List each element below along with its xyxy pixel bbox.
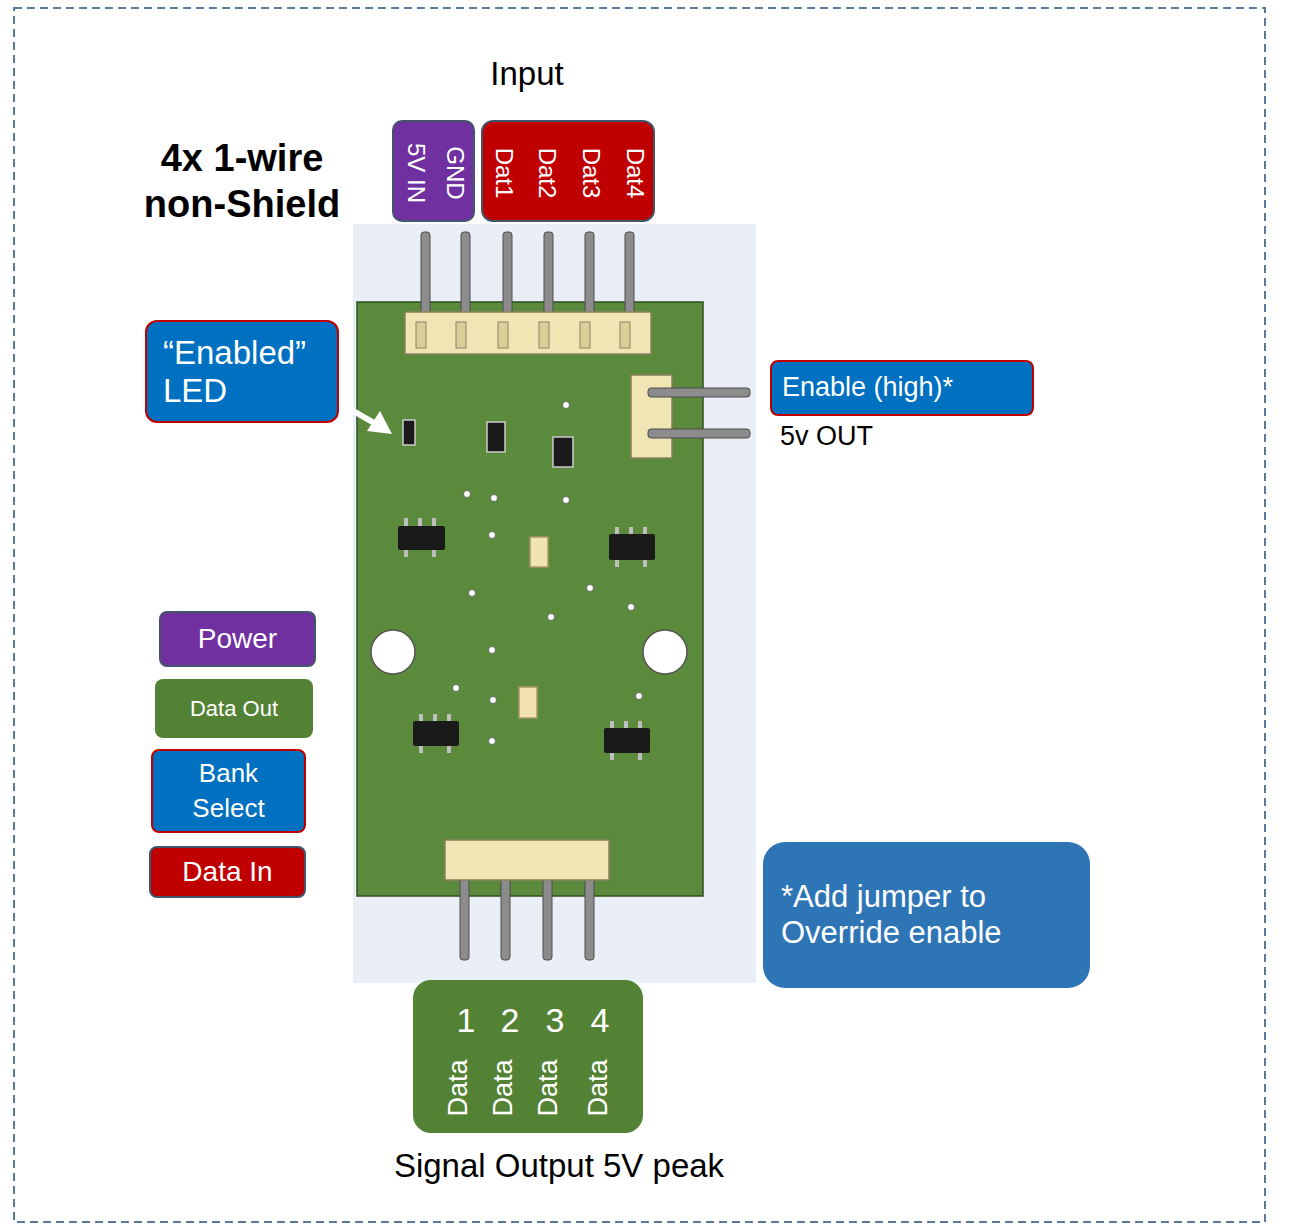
enable-connector <box>631 375 672 458</box>
output-connector <box>445 840 609 880</box>
board-title: 4x 1-wire non-Shield <box>117 136 367 227</box>
node-text: Dat1 <box>492 148 516 199</box>
note-box: *Add jumper to Override enable <box>763 842 1090 988</box>
node-text: “Enabled” LED <box>163 334 323 410</box>
legend-swatch: Data In <box>149 846 306 898</box>
node-text: *Add jumper to Override enable <box>781 879 1066 950</box>
legend-text: Data Out <box>190 694 278 724</box>
node-text: 3 <box>546 1003 565 1037</box>
node-text: Dat3 <box>579 148 603 199</box>
node-text: Data <box>535 1059 562 1116</box>
data-output-box: 1234Data Data Data Data <box>413 980 643 1133</box>
leader-arrowhead <box>367 411 392 434</box>
vias <box>453 402 643 745</box>
legend-text: Power <box>198 620 277 658</box>
node-text: Dat2 <box>535 148 559 199</box>
node-text: Data <box>585 1059 612 1116</box>
leader-arrow <box>341 404 376 424</box>
legend-swatch: Bank Select <box>151 749 306 833</box>
callout-box: “Enabled” LED <box>145 320 339 423</box>
mounting-hole <box>643 630 687 674</box>
node-text: 2 <box>501 1003 520 1037</box>
connector-detail <box>416 322 630 348</box>
node-text: Data <box>490 1059 517 1116</box>
ic-chips <box>398 526 655 753</box>
legend-text: Data In <box>182 853 272 891</box>
node-text: GND <box>443 146 467 199</box>
legend-text: Bank Select <box>164 756 294 826</box>
image-ground <box>353 224 756 983</box>
passive-parts <box>403 420 573 718</box>
mounting-hole <box>371 630 415 674</box>
power-input-box: 5V IN GND <box>392 120 475 222</box>
input-connector <box>405 312 651 354</box>
pin-label: 5v OUT <box>780 420 940 452</box>
legend-swatch: Data Out <box>155 679 313 738</box>
connector-title: Input <box>427 54 627 94</box>
node-text: Data <box>445 1059 472 1116</box>
outer-border <box>14 8 1265 1222</box>
ic-legs <box>404 518 647 760</box>
node-text: Dat4 <box>623 148 647 199</box>
legend-swatch: Power <box>159 611 316 667</box>
node-text: 1 <box>457 1003 476 1037</box>
data-input-box: Dat1 Dat2 Dat3 Dat4 <box>481 120 655 222</box>
node-text: 4 <box>591 1003 610 1037</box>
output-note: Signal Output 5V peak <box>339 1146 779 1186</box>
enable-pins <box>648 388 750 438</box>
node-text: 5V IN <box>404 143 428 203</box>
node-text: Enable (high)* <box>782 372 1022 403</box>
bank-select-box: Enable (high)* <box>770 360 1034 416</box>
